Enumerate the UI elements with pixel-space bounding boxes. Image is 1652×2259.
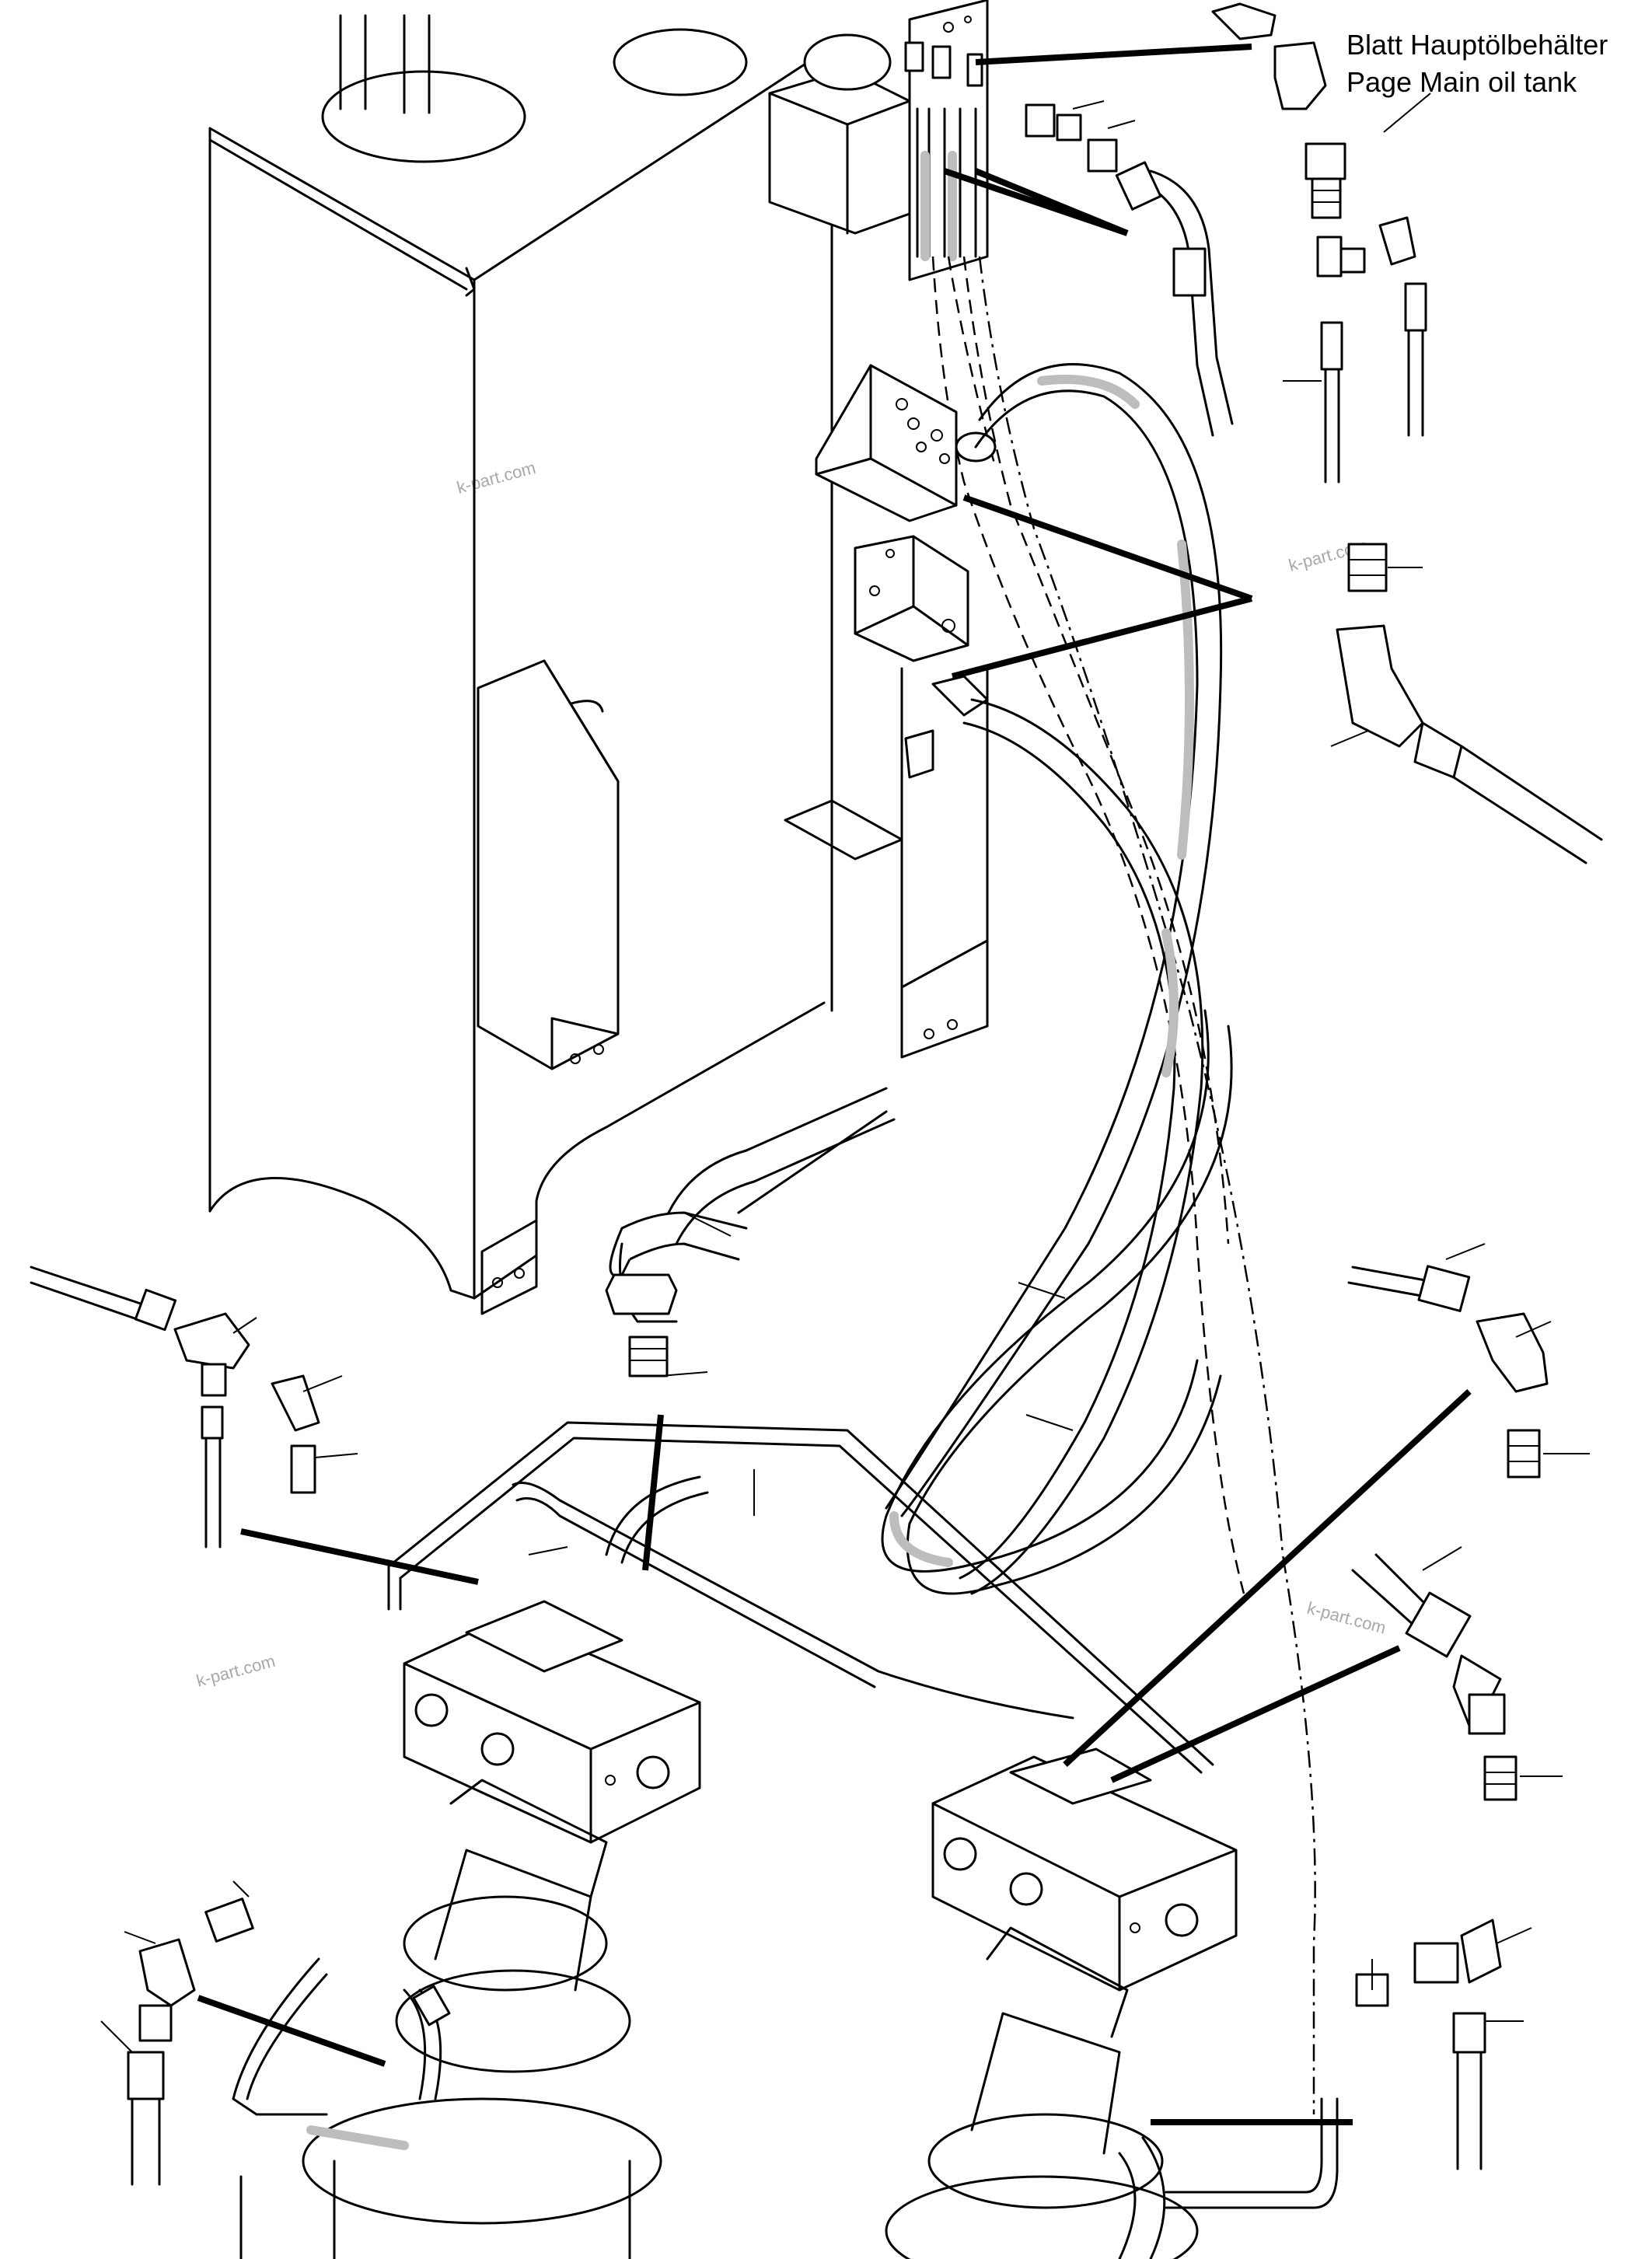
caption-english: Page Main oil tank xyxy=(1346,66,1577,98)
middle-valve-block-upper xyxy=(815,364,997,522)
watermark-1: k-part.com xyxy=(455,458,538,498)
left-fittings xyxy=(30,1266,320,1548)
lower-hose-bend xyxy=(605,1110,888,1377)
right-fittings xyxy=(127,1265,1549,2186)
upper-right-fittings xyxy=(1025,2,1603,864)
middle-valve-block-lower xyxy=(854,535,989,779)
right-motor-block xyxy=(885,1747,1339,2259)
large-hose-loops xyxy=(667,363,1233,1595)
lower-pipe-frame xyxy=(387,1421,1214,1774)
caption-german: Blatt Hauptölbehälter xyxy=(1346,29,1608,61)
left-motor-block xyxy=(232,1600,701,2259)
callout-lines xyxy=(100,93,1590,2053)
top-valve-block xyxy=(768,0,989,281)
watermark-3: k-part.com xyxy=(1305,1598,1388,1638)
leader-lines xyxy=(197,44,1472,2125)
main-oil-tank xyxy=(208,14,989,1315)
watermark-4: k-part.com xyxy=(194,1651,278,1691)
